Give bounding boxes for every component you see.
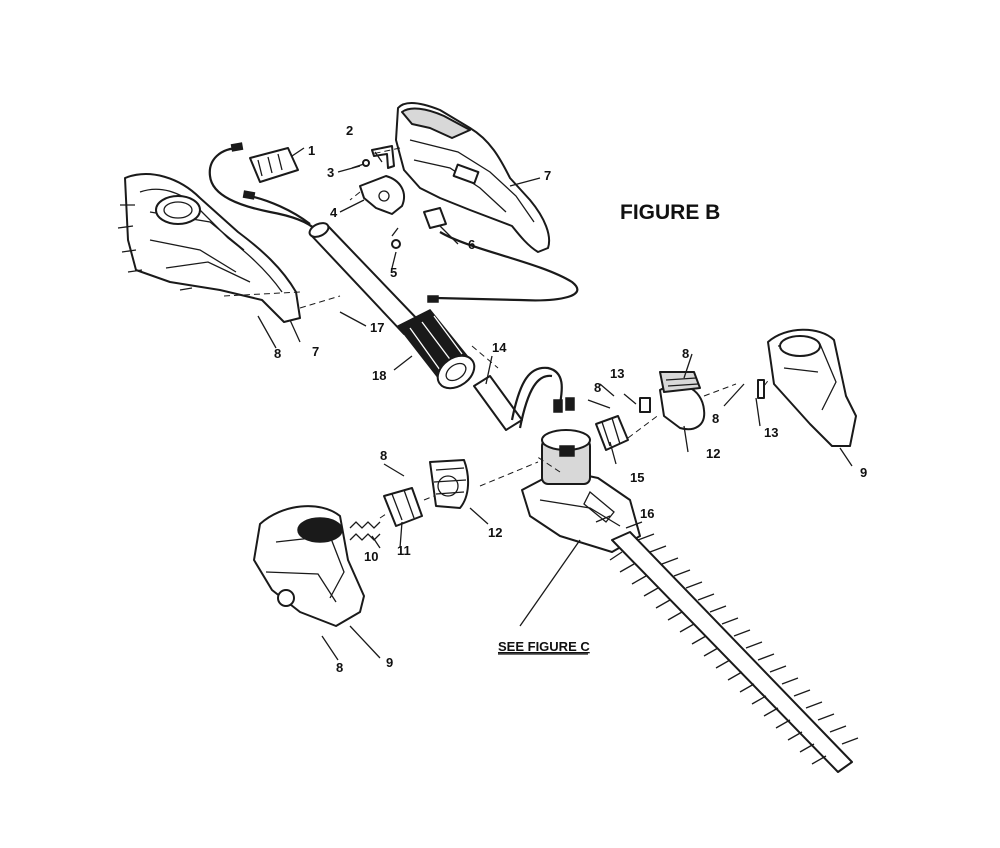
wire-upper-2 — [249, 194, 311, 225]
trigger-part — [359, 175, 405, 215]
gear-coupler-right — [595, 415, 629, 451]
alignment-lines — [223, 147, 771, 519]
callout-labels: 1 2 3 4 5 6 7 7 8 8 8 8 8 9 9 10 11 12 1… — [274, 123, 867, 675]
callout-5: 5 — [390, 265, 397, 280]
callout-18: 18 — [372, 368, 386, 383]
spring-part-10 — [349, 521, 381, 541]
rotation-ring-right — [659, 371, 706, 431]
terminal-block — [249, 147, 299, 183]
switch-part — [423, 207, 447, 229]
motor-gearbox — [521, 429, 641, 553]
callout-2: 2 — [346, 123, 353, 138]
grip-sleeve — [396, 309, 476, 390]
callout-13-left: 13 — [610, 366, 624, 381]
front-housing-right — [767, 328, 857, 447]
motor-lead — [473, 366, 575, 431]
callout-11: 11 — [397, 543, 411, 558]
bracket-part — [371, 145, 395, 169]
callout-8-left: 8 — [274, 346, 281, 361]
callout-8-center: 8 — [594, 380, 601, 395]
callout-8-mid: 8 — [380, 448, 387, 463]
callout-13-right: 13 — [764, 425, 778, 440]
spring-part-5 — [391, 227, 401, 249]
callout-16: 16 — [640, 506, 654, 521]
callout-12-right: 12 — [706, 446, 720, 461]
callout-14: 14 — [492, 340, 507, 355]
callout-7-left: 7 — [312, 344, 319, 359]
handle-housing-top — [395, 102, 550, 253]
wire-right — [435, 231, 579, 302]
callout-10: 10 — [364, 549, 378, 564]
front-housing-left — [253, 505, 365, 627]
wire-upper — [208, 146, 317, 231]
callout-7-top: 7 — [544, 168, 551, 183]
screw-part-3 — [351, 159, 370, 169]
gear-coupler-left — [383, 487, 423, 527]
see-figure-c-note: SEE FIGURE C — [498, 639, 590, 654]
callout-1: 1 — [308, 143, 315, 158]
callout-9-left: 9 — [386, 655, 393, 670]
callout-8-bottom: 8 — [336, 660, 343, 675]
callout-6: 6 — [468, 237, 475, 252]
callout-12-left: 12 — [488, 525, 502, 540]
hedge-blade — [609, 521, 859, 773]
handle-housing-left — [117, 173, 301, 323]
extension-tube — [308, 222, 421, 335]
callout-17: 17 — [370, 320, 384, 335]
callout-8-right: 8 — [712, 411, 719, 426]
callout-3: 3 — [327, 165, 334, 180]
callout-9-right: 9 — [860, 465, 867, 480]
pin-13-left — [639, 397, 651, 413]
callout-15: 15 — [630, 470, 644, 485]
callout-8-right-top: 8 — [682, 346, 689, 361]
callout-4: 4 — [330, 205, 338, 220]
rotation-ring-left — [429, 459, 470, 509]
figure-title: FIGURE B — [620, 201, 720, 224]
pin-13-right — [757, 379, 765, 399]
